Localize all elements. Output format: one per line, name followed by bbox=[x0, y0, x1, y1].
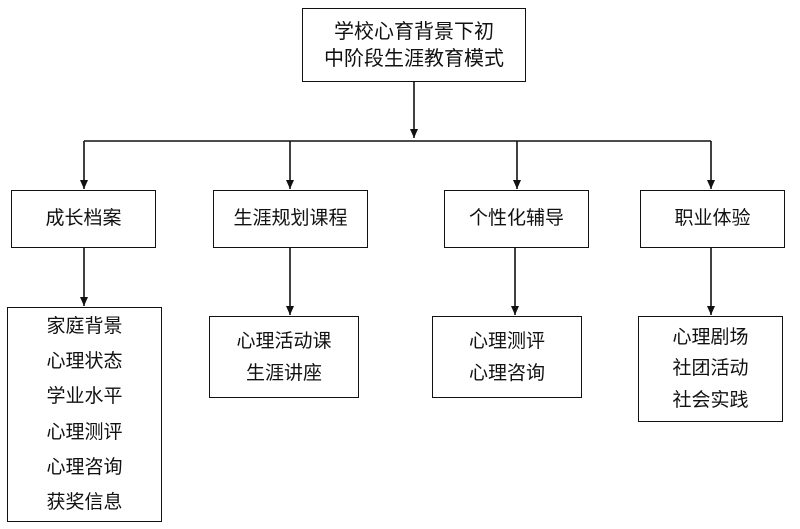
root-node: 学校心育背景下初 中阶段生涯教育模式 bbox=[302, 8, 526, 82]
category-label: 成长档案 bbox=[45, 207, 122, 230]
category-label: 生涯规划课程 bbox=[233, 207, 348, 230]
detail-node-career-course: 心理活动课 生涯讲座 bbox=[209, 316, 359, 398]
category-label: 职业体验 bbox=[674, 207, 751, 230]
root-title-line1: 学校心育背景下初 bbox=[334, 19, 494, 43]
detail-item: 生涯讲座 bbox=[245, 362, 322, 384]
detail-item: 心理测评 bbox=[46, 420, 123, 443]
category-label: 个性化辅导 bbox=[468, 207, 564, 230]
category-node-career-course: 生涯规划课程 bbox=[213, 190, 368, 248]
detail-item: 社会实践 bbox=[672, 388, 749, 411]
root-title-line2: 中阶段生涯教育模式 bbox=[324, 46, 504, 70]
detail-item: 心理咨询 bbox=[468, 362, 545, 384]
category-node-growth-archive: 成长档案 bbox=[11, 190, 156, 248]
detail-item: 心理剧场 bbox=[672, 325, 749, 348]
detail-item: 心理活动课 bbox=[236, 329, 332, 352]
detail-item: 获奖信息 bbox=[46, 490, 123, 513]
detail-item: 社团活动 bbox=[672, 357, 749, 380]
detail-item: 家庭背景 bbox=[46, 315, 123, 338]
detail-item: 心理状态 bbox=[46, 350, 123, 373]
detail-item: 学业水平 bbox=[46, 385, 123, 408]
detail-item: 心理咨询 bbox=[46, 455, 123, 478]
category-node-career-experience: 职业体验 bbox=[640, 190, 785, 248]
detail-item: 心理测评 bbox=[468, 329, 545, 352]
detail-node-career-experience: 心理剧场 社团活动 社会实践 bbox=[638, 316, 783, 422]
category-node-individual-guidance: 个性化辅导 bbox=[444, 190, 589, 248]
detail-node-growth-archive: 家庭背景 心理状态 学业水平 心理测评 心理咨询 获奖信息 bbox=[7, 307, 162, 522]
detail-node-individual-guidance: 心理测评 心理咨询 bbox=[432, 316, 582, 398]
